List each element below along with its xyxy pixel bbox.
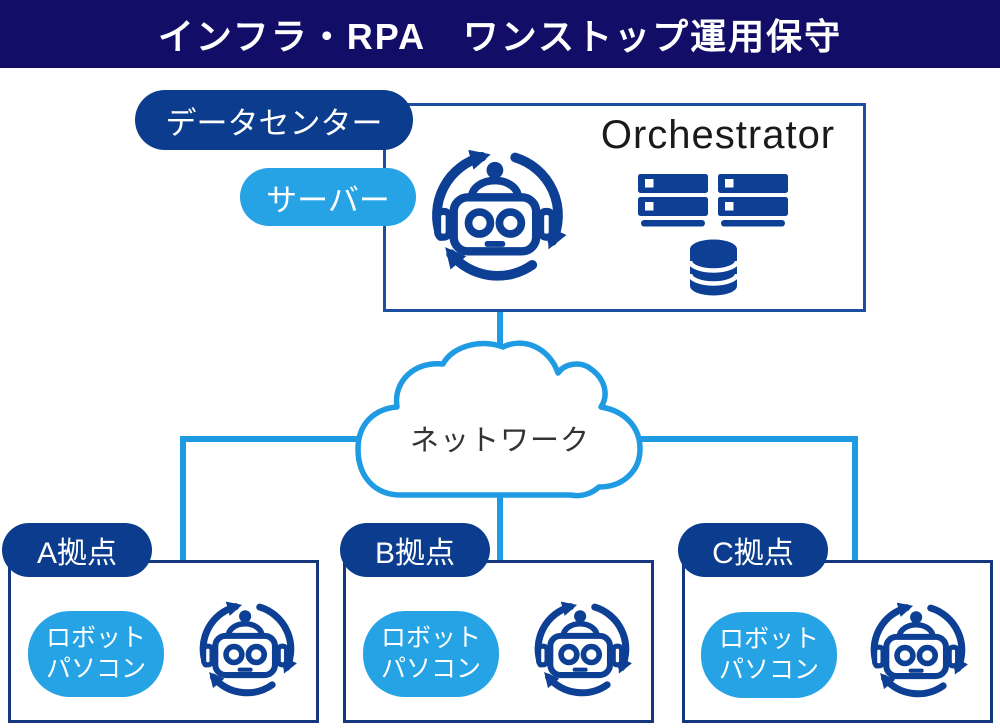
- site-a-label: A拠点: [36, 537, 117, 570]
- site-b-pill: B拠点: [340, 523, 490, 577]
- orchestrator-title: Orchestrator: [600, 112, 836, 157]
- robot-pc-line1: ロボット: [718, 624, 819, 653]
- server-rack-database-icon: [633, 172, 793, 299]
- site-c-robot-pc-pill: ロボット パソコン: [701, 612, 837, 698]
- robot-sync-icon: [526, 593, 638, 703]
- robot-pc-line1: ロボット: [380, 623, 481, 652]
- site-c-label: C拠点: [712, 537, 794, 570]
- site-a-pill: A拠点: [2, 523, 152, 577]
- cloud-shape: [355, 340, 643, 499]
- robot-pc-line2: パソコン: [380, 655, 481, 683]
- server-pill: サーバー: [240, 168, 416, 226]
- connector-horizontal-right: [633, 436, 858, 442]
- robot-pc-line2: パソコン: [718, 656, 819, 684]
- site-c-pill: C拠点: [678, 523, 828, 577]
- robot-sync-icon: [191, 593, 303, 703]
- connector-horizontal-left: [180, 436, 370, 442]
- robot-pc-line1: ロボット: [45, 623, 146, 652]
- datacenter-label: データセンター: [165, 105, 383, 141]
- connector-vertical-site-c: [852, 436, 858, 562]
- robot-sync-icon: [862, 594, 974, 704]
- connector-orchestrator-cloud: [497, 310, 503, 352]
- site-b-robot-pc-pill: ロボット パソコン: [363, 611, 499, 697]
- network-label: ネットワーク: [409, 425, 590, 457]
- connector-vertical-site-a: [180, 436, 186, 562]
- robot-pc-line2: パソコン: [45, 655, 146, 683]
- connector-cloud-site-b: [497, 495, 503, 562]
- robot-sync-icon: [420, 138, 575, 290]
- page-title: インフラ・RPA ワンストップ運用保守: [157, 16, 843, 57]
- datacenter-pill: データセンター: [135, 90, 413, 150]
- title-banner: インフラ・RPA ワンストップ運用保守: [0, 0, 1000, 68]
- site-a-robot-pc-pill: ロボット パソコン: [28, 611, 164, 697]
- site-b-label: B拠点: [374, 537, 455, 570]
- server-label: サーバー: [266, 182, 390, 218]
